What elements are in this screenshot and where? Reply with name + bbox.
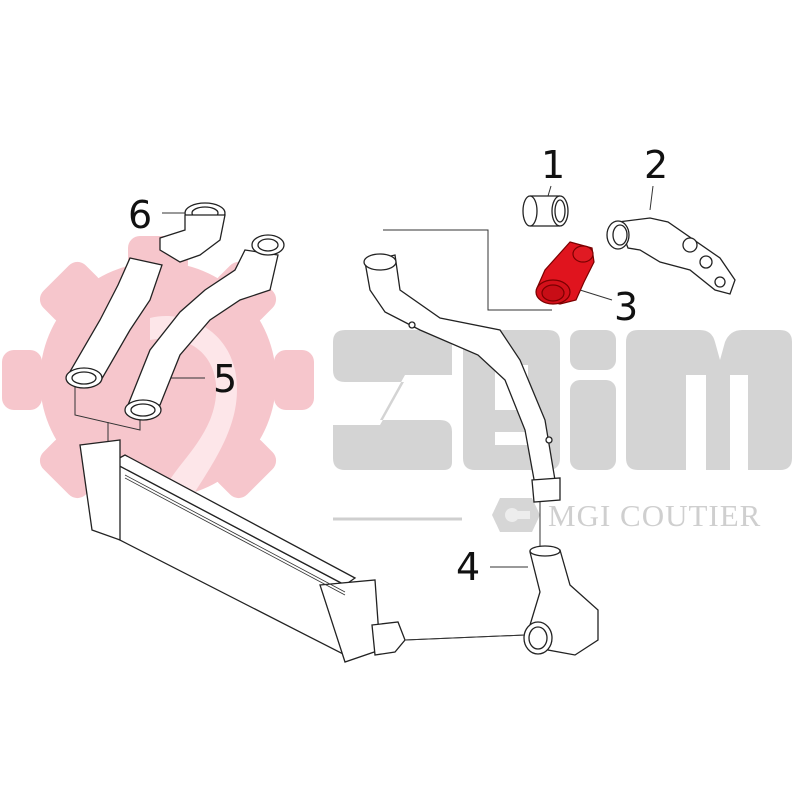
callout-2: 2: [644, 143, 669, 187]
callout-3: 3: [614, 285, 639, 329]
callout-4: 4: [456, 545, 481, 589]
part-1-sleeve[interactable]: [522, 195, 569, 227]
part-5-hose-left[interactable]: [65, 257, 163, 389]
callout-5: 5: [213, 357, 238, 401]
part-5-hose-right[interactable]: [124, 234, 285, 421]
callout-6: 6: [128, 193, 153, 237]
mgi-coutier-mark-icon: [492, 498, 540, 532]
mgi-coutier-text: MGI COUTIER: [548, 498, 762, 533]
part-3-red-elbow[interactable]: [535, 241, 595, 305]
intercooler[interactable]: [79, 439, 406, 663]
intercooler-fins: [124, 474, 346, 596]
callout-1: 1: [541, 143, 566, 187]
part-4-lower-hose[interactable]: [523, 545, 599, 656]
part-2-pipe[interactable]: [606, 217, 736, 295]
upper-charge-pipe[interactable]: [363, 253, 561, 503]
part-6-connector[interactable]: [159, 202, 226, 263]
connection-line: [404, 634, 526, 641]
seim-logo-watermark: [333, 330, 792, 470]
